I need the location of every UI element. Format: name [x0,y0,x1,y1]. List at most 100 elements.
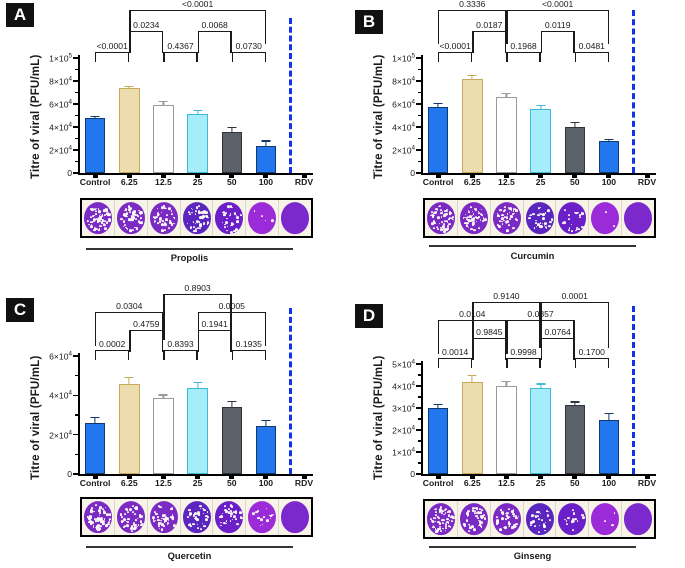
p-value-label: 0.9998 [510,347,537,357]
x-tick-label-6-25: 6.25 [120,177,138,187]
bar-25[interactable] [530,108,551,173]
well-cell-6 [279,200,311,236]
y-tick-label: 0 [410,168,415,178]
bar-100[interactable] [598,419,620,474]
y-tick [73,473,78,475]
bar-100[interactable] [255,145,277,173]
significance-bracket [129,10,266,44]
error-bar [500,92,512,97]
panel-letter-c: C [6,298,34,322]
bar-6-25[interactable] [119,88,140,173]
error-bar [192,381,204,389]
error-bar [123,85,135,89]
y-axis-label: Titre of viral (PFU/mL) [373,355,385,480]
bar-12-5[interactable] [496,96,517,173]
y-axis-label: Titre of viral (PFU/mL) [30,54,42,179]
p-value-label: 0.0014 [442,347,469,357]
well-disc [459,202,488,234]
x-tick [469,174,475,178]
error-bar [603,139,615,142]
y-tick-label: 2×104 [392,424,415,436]
bar-50[interactable] [221,132,242,173]
error-bar [89,116,101,119]
well-cell-5 [589,501,623,537]
x-tick [469,475,475,479]
bar-6-25[interactable] [462,78,483,173]
p-value-label: 0.4759 [133,319,160,329]
p-value-label: 0.9845 [476,327,503,337]
x-tick [229,475,235,479]
x-tick-label-100: 100 [601,478,617,488]
significance-bracket [231,52,266,62]
bar-control[interactable] [84,118,106,173]
well-cell-3 [523,501,557,537]
bar-100[interactable] [598,141,620,173]
bar-12-5[interactable] [496,386,517,474]
x-tick-label-6-25: 6.25 [463,478,481,488]
well-disc [492,202,521,234]
y-axis [421,55,423,174]
p-value-label: 0.8393 [167,339,194,349]
panel-letter-a: A [6,3,34,27]
error-bar [500,380,512,386]
y-tick [73,103,78,105]
bar-25[interactable] [187,113,208,173]
well-disc [248,202,277,234]
well-cell-4 [556,501,590,537]
treatment-name: Propolis [170,252,209,263]
bar-50[interactable] [221,406,242,474]
bar-100[interactable] [255,425,277,474]
panel-letter-d: D [355,304,383,328]
y-tick-label: 1×105 [392,52,415,64]
y-tick-minor [418,440,421,442]
y-tick [416,172,421,174]
well-cell-3 [180,200,214,236]
bar-control[interactable] [427,106,449,173]
well-disc [492,503,521,535]
bar-25[interactable] [187,388,208,474]
p-value-label: 0.4367 [167,41,194,51]
bar-12-5[interactable] [153,104,174,173]
error-bar [157,101,169,105]
well-disc [149,501,178,533]
well-cell-2 [147,200,181,236]
bar-50[interactable] [564,405,585,474]
bar-control[interactable] [84,423,106,474]
y-tick [73,394,78,397]
well-disc [591,503,620,535]
bar-50[interactable] [564,127,585,173]
significance-bracket [506,358,541,368]
well-cell-2 [490,501,524,537]
bar-25[interactable] [530,387,551,474]
well-disc [426,503,455,535]
error-bar [260,140,272,146]
y-tick [73,80,78,82]
well-cell-2 [490,200,524,236]
bar-12-5[interactable] [153,398,174,474]
x-tick-rdv [644,174,650,178]
p-value-label: 0.0304 [116,301,143,311]
y-tick [416,407,421,409]
x-tick [572,174,578,178]
x-tick-label-25: 25 [192,177,203,187]
x-tick-rdv [644,475,650,479]
x-tick-label-12-5: 12.5 [155,478,172,488]
y-axis-label: Titre of viral (PFU/mL) [30,355,42,480]
bar-control[interactable] [427,408,449,474]
well-disc [83,501,112,533]
well-cell-0 [425,200,458,236]
well-cell-2 [147,499,181,535]
well-disc [459,503,488,535]
y-tick [416,57,421,59]
bar-6-25[interactable] [462,381,483,474]
well-disc [149,202,178,234]
x-tick [606,174,612,178]
bar-6-25[interactable] [119,383,140,474]
y-tick-label: 1×105 [49,52,72,64]
well-disc [281,501,310,533]
p-value-label: <0.0001 [181,0,214,9]
well-cell-1 [457,200,491,236]
well-cell-0 [425,501,458,537]
y-tick-minor [75,68,78,71]
x-tick-rdv [301,475,307,479]
